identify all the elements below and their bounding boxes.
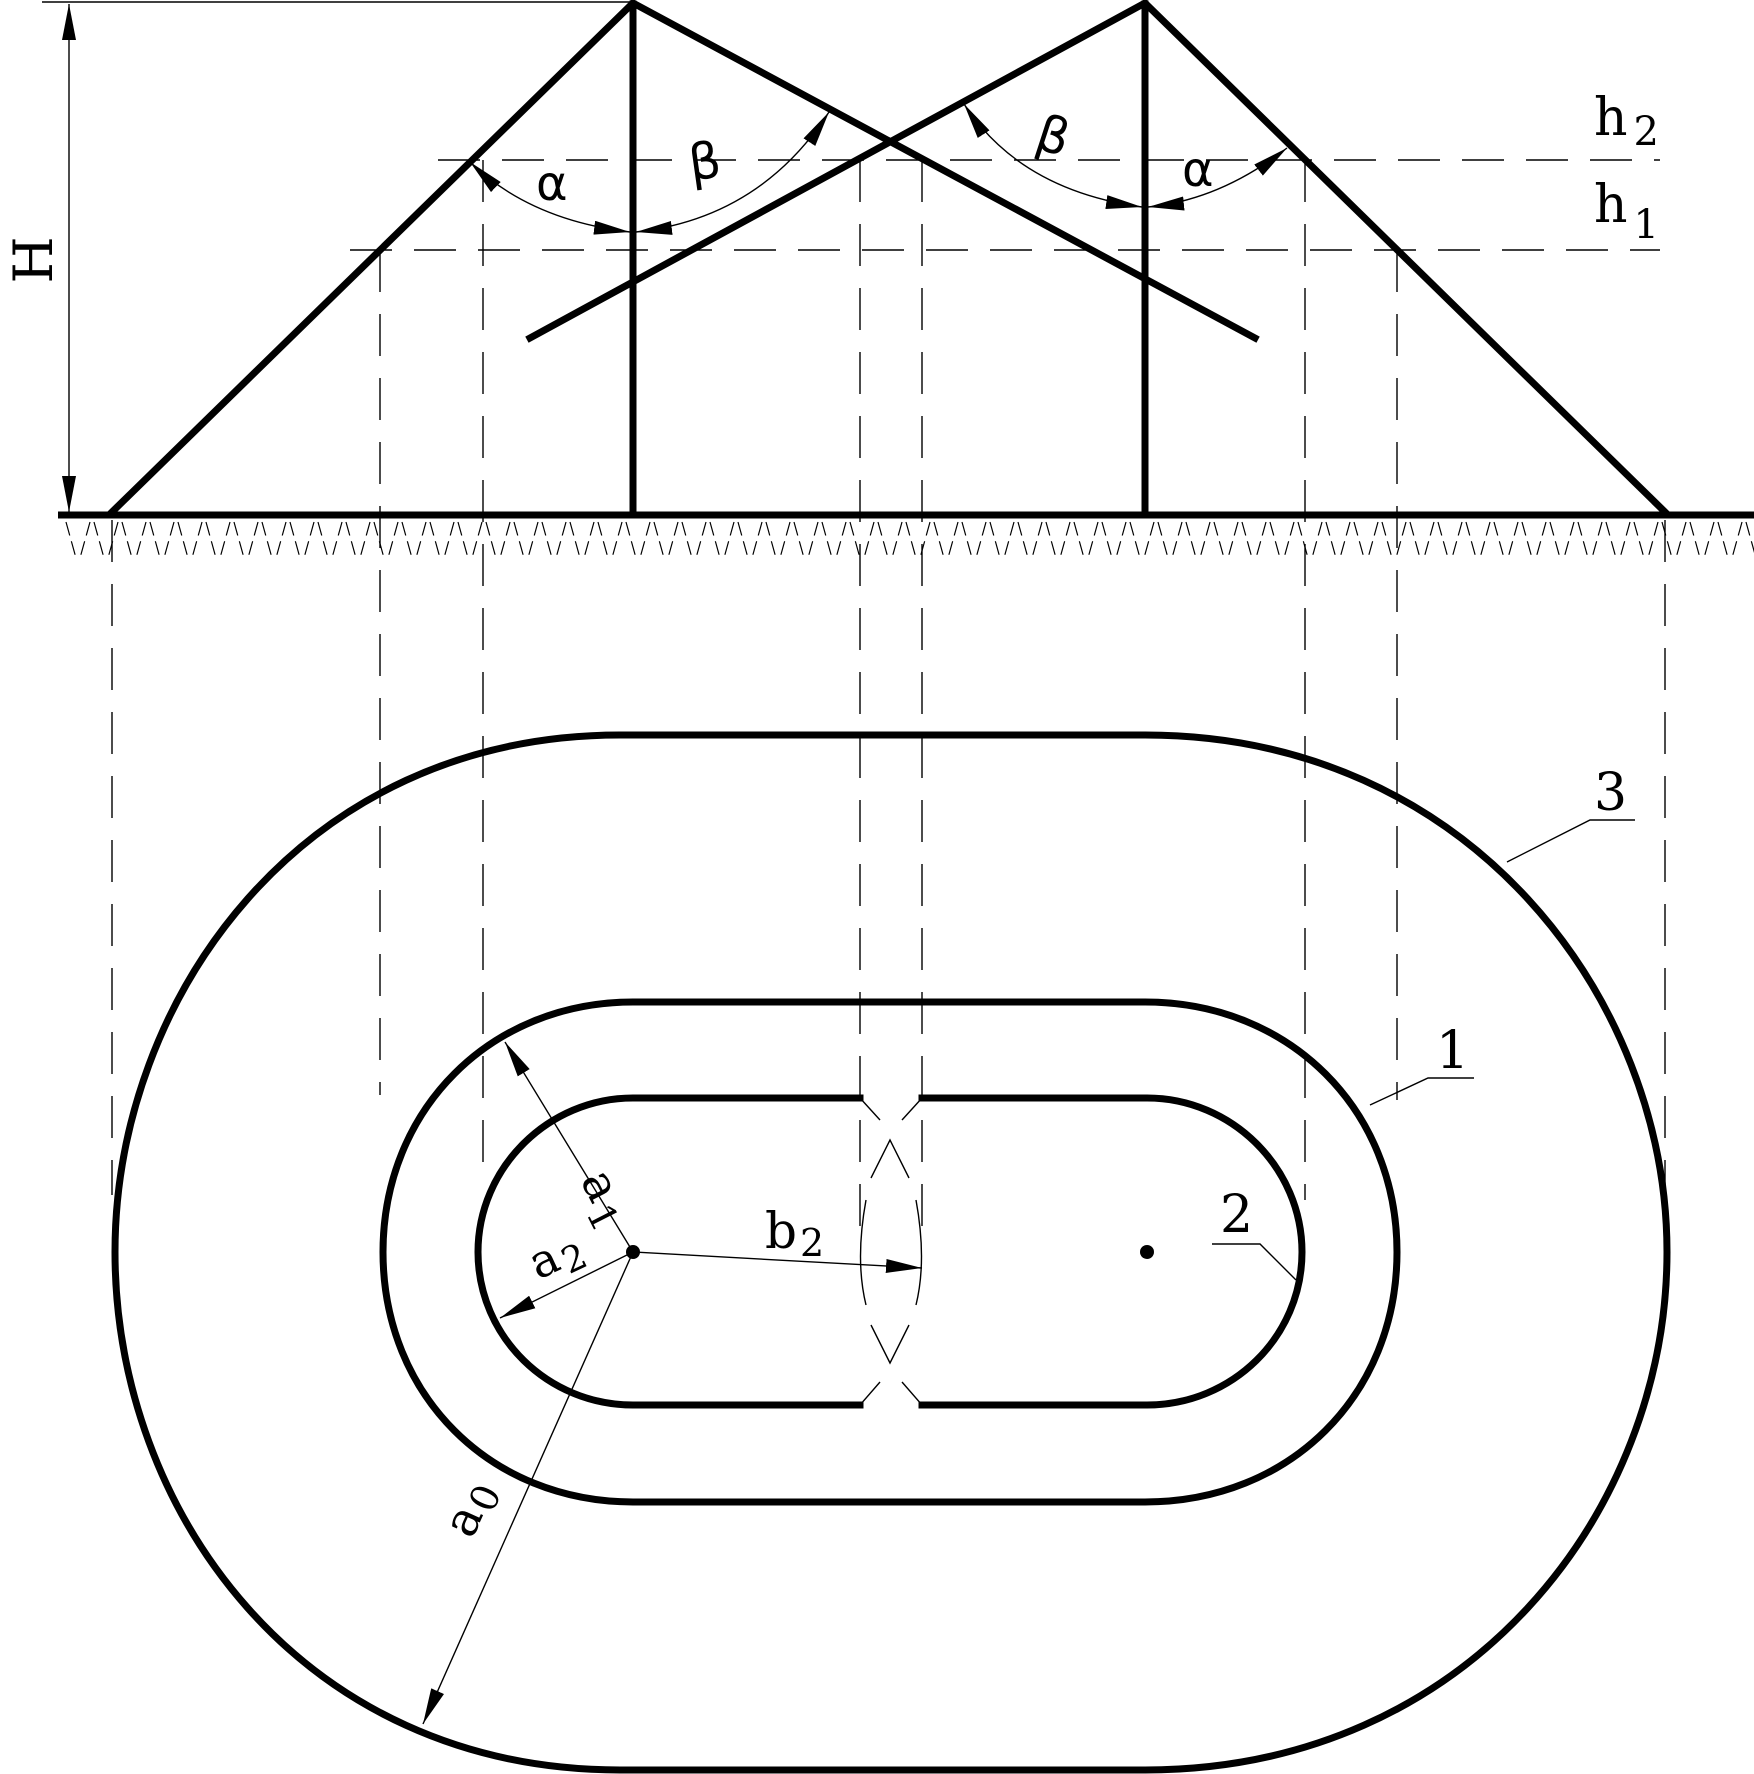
slope-left-outer	[107, 0, 638, 517]
contour-2-inner-right	[918, 1094, 1306, 1409]
ground-hatching	[65, 521, 1754, 559]
angle-arc-beta-left	[635, 111, 830, 235]
plan-view: a1 a2 b2 a0 3 1 2	[111, 731, 1671, 1774]
dimension-a1-line	[504, 1041, 634, 1253]
angle-label-alpha-left: α	[536, 156, 568, 212]
angle-arc-alpha-right	[1147, 147, 1288, 211]
slope-left-inner	[628, 0, 1260, 343]
contour-1-middle	[379, 998, 1401, 1506]
angle-label-beta-right: β	[1029, 103, 1077, 168]
contour-3-outer	[111, 731, 1671, 1774]
center-point-right	[1140, 1245, 1154, 1259]
angle-label-alpha-right: α	[1182, 142, 1214, 198]
callout-2-leader	[1212, 1243, 1297, 1281]
dimension-a1-label: a1	[563, 1160, 644, 1238]
callout-1-leader	[1369, 1077, 1474, 1106]
dimension-a0-line	[422, 1251, 634, 1725]
angle-arc-beta-right	[963, 103, 1143, 209]
dimension-a2-label: a2	[520, 1218, 594, 1295]
dimension-b2-label: b2	[765, 1202, 824, 1265]
callout-2-label: 2	[1220, 1185, 1253, 1245]
slope-right-outer	[1140, 0, 1670, 517]
angle-label-beta-left: β	[685, 131, 725, 193]
contour-2-inner-left	[474, 1094, 864, 1409]
callout-1-label: 1	[1436, 1021, 1469, 1081]
gap-construction-lines	[859, 1097, 923, 1406]
projection-lines	[111, 160, 1666, 1230]
dimension-a0-label: a0	[432, 1471, 510, 1547]
callout-3-leader	[1506, 819, 1635, 863]
slope-right-inner	[525, 0, 1150, 343]
dimension-b2-line	[632, 1251, 923, 1273]
height-label: H	[2, 236, 65, 283]
angle-arc-alpha-left	[469, 161, 631, 235]
dimension-a2-line	[499, 1251, 634, 1319]
callout-3-label: 3	[1594, 763, 1627, 823]
